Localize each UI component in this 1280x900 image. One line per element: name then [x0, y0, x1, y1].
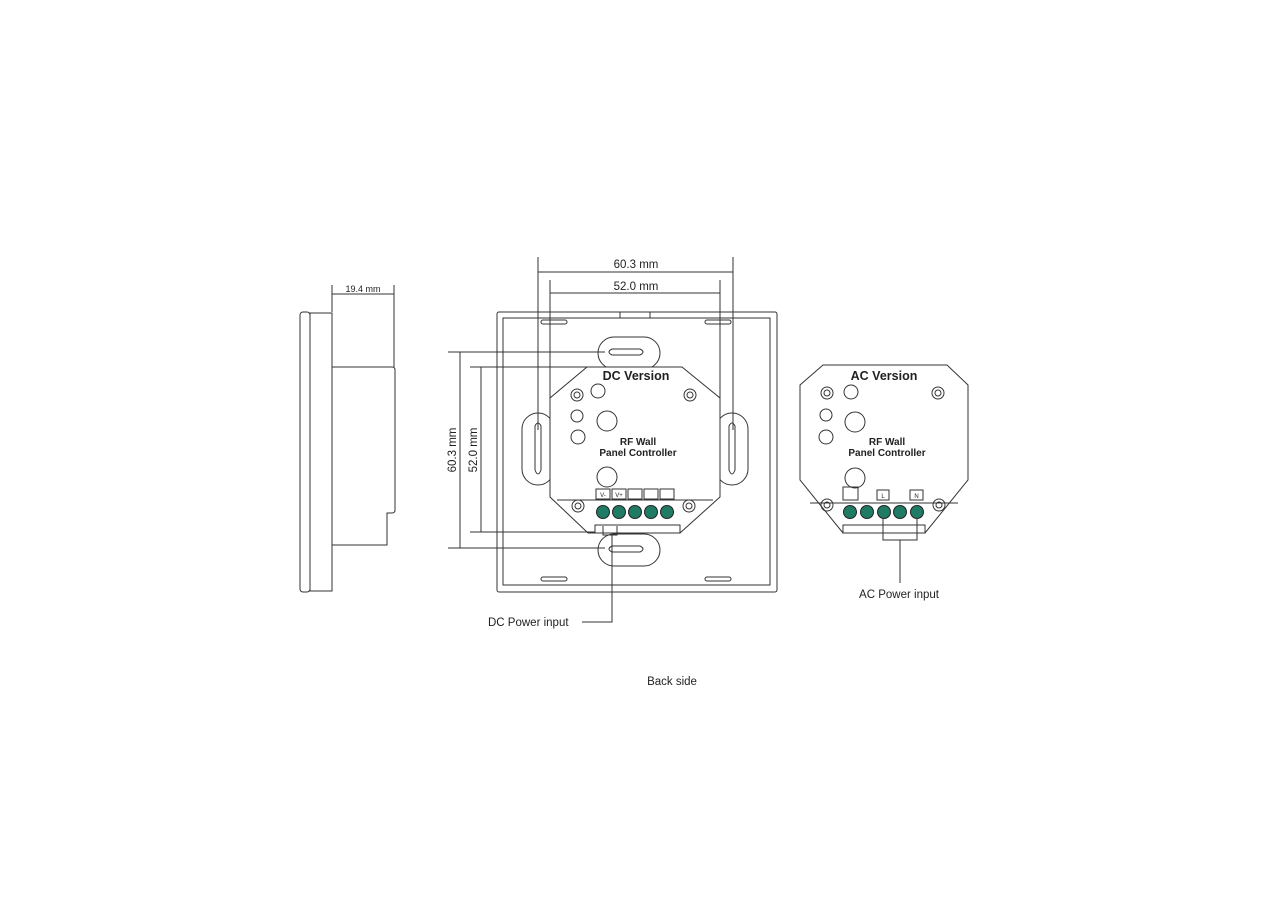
side-view: 19.4 mm: [299, 284, 396, 593]
terminal-label: V-: [600, 493, 606, 499]
ac-name-line2: Panel Controller: [848, 448, 925, 459]
dc-terminal-labels: V- V+: [595, 488, 675, 500]
ac-title: AC Version: [851, 369, 918, 383]
terminal-label: L: [881, 494, 885, 500]
back-plate-dimensions: 60.3 mm 52.0 mm 60.3 mm 52.0 mm: [447, 257, 734, 549]
ac-power-input-label: AC Power input: [859, 589, 940, 601]
dc-title: DC Version: [603, 369, 670, 383]
terminal-label: N: [914, 494, 918, 500]
height-outer-dimension: 60.3 mm: [447, 428, 459, 473]
dc-module: DC Version RF Wall Panel Controller V- V…: [488, 366, 721, 629]
width-outer-dimension: 60.3 mm: [614, 259, 659, 271]
terminal-label: V+: [615, 493, 623, 499]
ac-terminal-block: [843, 505, 924, 519]
dc-name-line1: RF Wall: [620, 437, 657, 448]
width-inner-dimension: 52.0 mm: [614, 281, 659, 293]
ac-name-line1: RF Wall: [869, 437, 906, 448]
back-plate: [496, 311, 778, 593]
dc-power-input-label: DC Power input: [488, 617, 569, 629]
ac-terminal-labels: L N: [842, 486, 924, 501]
ac-module: AC Version RF Wall Panel Controller L N …: [799, 364, 969, 601]
height-inner-dimension: 52.0 mm: [468, 428, 480, 473]
depth-dimension: 19.4 mm: [345, 284, 380, 294]
dc-name-line2: Panel Controller: [599, 448, 676, 459]
caption: Back side: [647, 676, 697, 688]
dc-terminal-block: [596, 505, 674, 519]
